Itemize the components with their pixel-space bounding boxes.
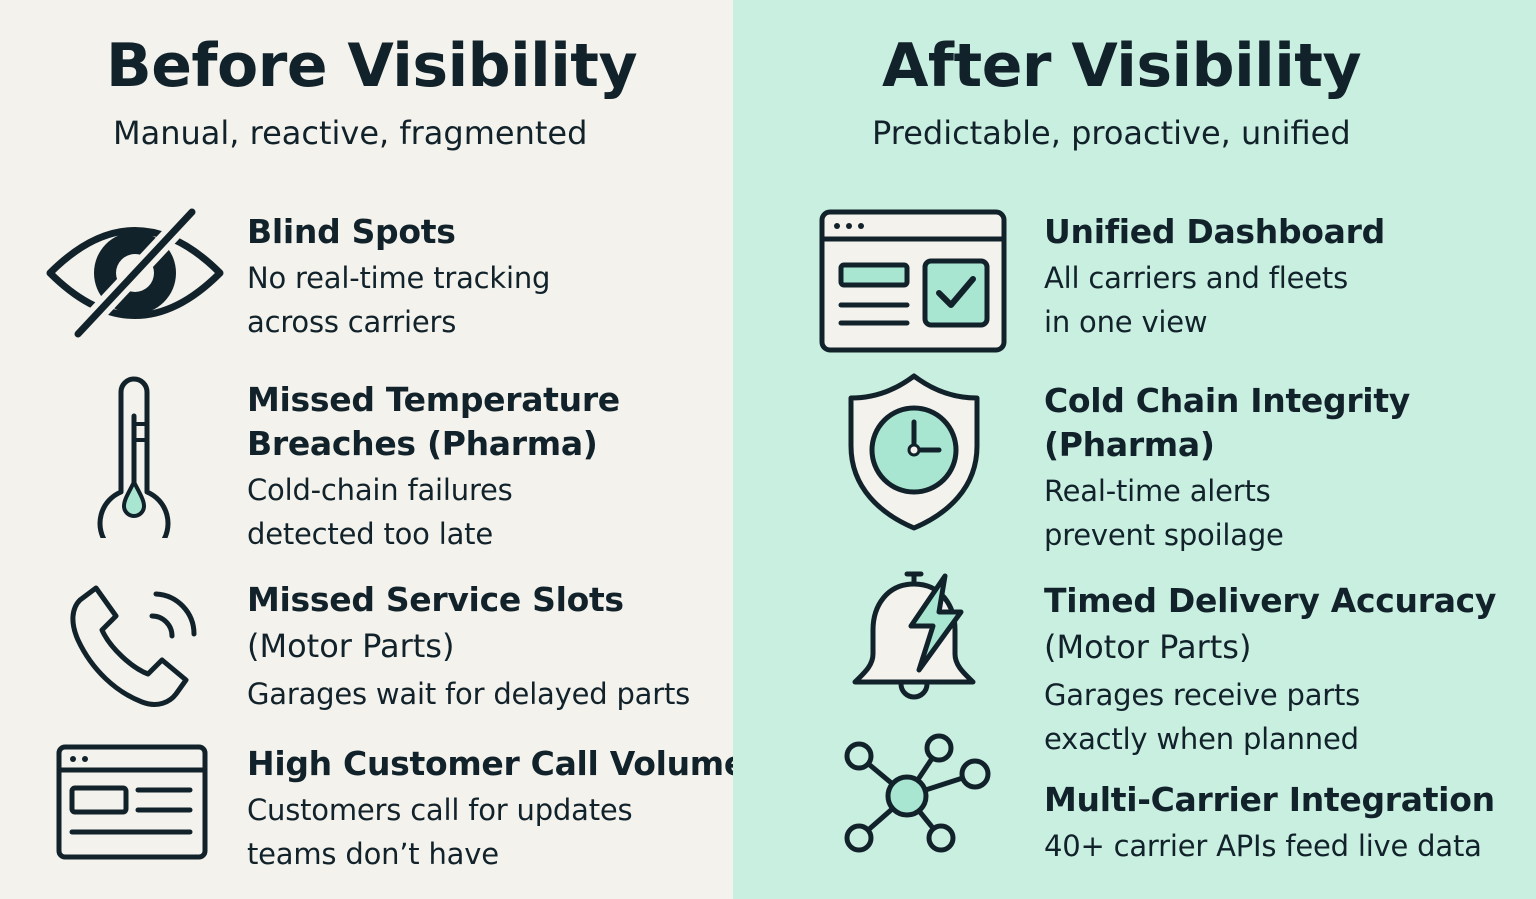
before-visibility-panel: Before Visibility Manual, reactive, frag… [0,0,746,899]
item-title: Breaches (Pharma) [247,424,598,463]
network-nodes-icon [841,732,993,860]
after-title: After Visibility [882,31,1362,101]
browser-window-icon [56,744,208,860]
item-title: High Customer Call Volume [247,744,746,783]
eye-slash-icon [44,200,226,346]
item-desc: No real-time tracking [247,261,551,295]
item-title: Blind Spots [247,212,456,251]
item-desc: Customers call for updates [247,793,633,827]
shield-clock-icon [845,370,983,534]
thermometer-icon [94,376,174,538]
before-subtitle: Manual, reactive, fragmented [113,114,588,152]
item-title: (Pharma) [1044,425,1215,464]
item-desc: detected too late [247,517,493,551]
bell-lightning-icon [849,568,979,710]
item-desc: Real-time alerts [1044,474,1271,508]
item-desc: in one view [1044,305,1208,339]
phone-ringing-icon [68,578,204,710]
item-desc: prevent spoilage [1044,518,1284,552]
item-title: Cold Chain Integrity [1044,381,1411,420]
item-title: Missed Service Slots [247,580,624,619]
after-subtitle: Predictable, proactive, unified [872,114,1351,152]
after-visibility-panel: After Visibility Predictable, proactive,… [733,0,1536,899]
high-call-volume-item: High Customer Call Volume Customers call… [247,742,746,876]
dashboard-check-icon [819,209,1007,353]
multi-carrier-integration-item: Multi-Carrier Integration 40+ carrier AP… [1044,778,1524,868]
item-desc: across carriers [247,305,457,339]
item-desc: exactly when planned [1044,722,1359,756]
item-title: Timed Delivery Accuracy [1044,581,1497,620]
missed-temperature-item: Missed Temperature Breaches (Pharma) Col… [247,378,727,556]
item-title-sub: (Motor Parts) [247,627,455,665]
item-title: Unified Dashboard [1044,212,1385,251]
item-desc: Garages wait for delayed parts [247,677,691,711]
before-title: Before Visibility [106,31,638,101]
item-title: Missed Temperature [247,380,620,419]
blind-spots-item: Blind Spots No real-time tracking across… [247,210,727,344]
item-title-sub: (Motor Parts) [1044,628,1252,666]
item-desc: Garages receive parts [1044,678,1361,712]
cold-chain-integrity-item: Cold Chain Integrity (Pharma) Real-time … [1044,379,1524,557]
item-title: Multi-Carrier Integration [1044,780,1495,819]
item-desc: All carriers and fleets [1044,261,1348,295]
item-desc: Cold-chain failures [247,473,513,507]
unified-dashboard-item: Unified Dashboard All carriers and fleet… [1044,210,1524,344]
item-desc: 40+ carrier APIs feed live data [1044,829,1482,863]
item-desc: teams don’t have [247,837,499,871]
timed-delivery-accuracy-item: Timed Delivery Accuracy (Motor Parts) Ga… [1044,579,1524,761]
missed-service-slots-item: Missed Service Slots (Motor Parts) Garag… [247,578,727,716]
